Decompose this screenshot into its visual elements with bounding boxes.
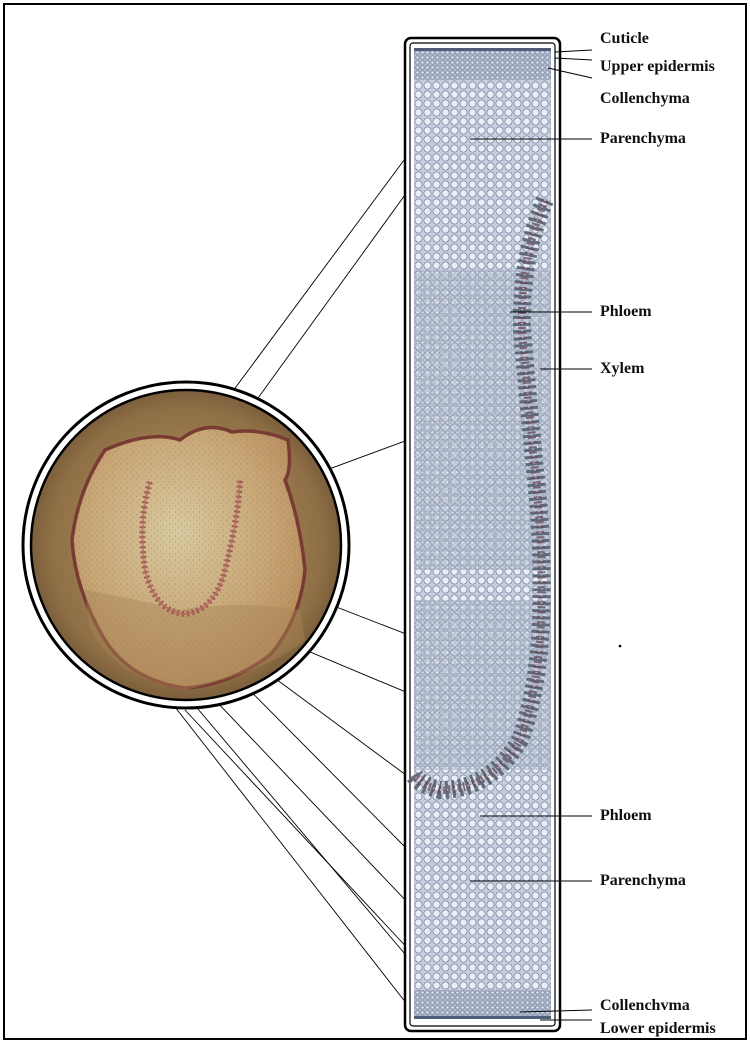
- label-phloem-bottom: Phloem: [600, 807, 652, 825]
- label-collenchyma-top: Collenchyma: [600, 90, 690, 108]
- label-phloem-top: Phloem: [600, 303, 652, 321]
- label-lower-epidermis: Lower epidermis: [600, 1020, 716, 1038]
- label-upper-epidermis: Upper epidermis: [600, 58, 715, 76]
- label-parenchyma-top: Parenchyma: [600, 130, 686, 148]
- tissue-strip: [405, 38, 560, 1031]
- label-cuticle: Cuticle: [600, 30, 649, 48]
- label-xylem: Xylem: [600, 360, 644, 378]
- whole-section-circle: [23, 382, 349, 708]
- label-collenchyma-bottom: Collenchvma: [600, 997, 690, 1015]
- stray-dot: [619, 645, 622, 648]
- label-parenchyma-bottom: Parenchyma: [600, 872, 686, 890]
